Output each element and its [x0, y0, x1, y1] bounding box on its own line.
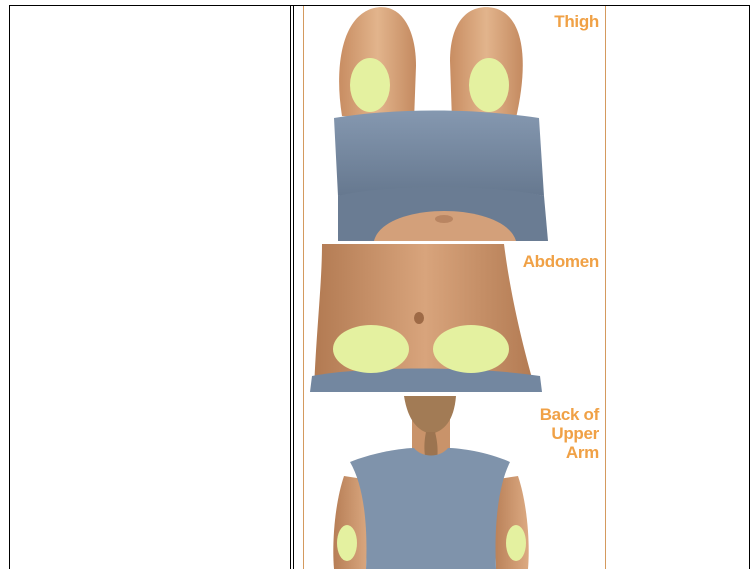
thigh-illustration — [304, 6, 605, 241]
thigh-label: Thigh — [554, 12, 599, 31]
upper-arm-site-right — [506, 525, 526, 561]
abdomen-panel: Abdomen — [304, 244, 605, 392]
thigh-site-left — [350, 58, 390, 112]
upper-arm-label-text: Back of Upper Arm — [540, 405, 599, 462]
abdomen-site-right — [433, 325, 509, 373]
navel — [414, 312, 424, 324]
shorts — [334, 111, 544, 197]
upper-arm-site-left — [337, 525, 357, 561]
thigh-site-right — [469, 58, 509, 112]
back-of-upper-arm-label: Back of Upper Arm — [509, 405, 599, 462]
table-column-divider-double — [293, 6, 294, 569]
navel — [435, 215, 453, 223]
thigh-panel: Thigh — [304, 6, 605, 241]
abdomen-label: Abdomen — [523, 252, 599, 271]
table-column-divider — [290, 6, 291, 569]
injection-sites-figure: Thigh Abdomen — [303, 6, 606, 569]
shirt — [350, 448, 510, 569]
abdomen-site-left — [333, 325, 409, 373]
upper-arm-panel: Back of Upper Arm — [304, 396, 605, 569]
